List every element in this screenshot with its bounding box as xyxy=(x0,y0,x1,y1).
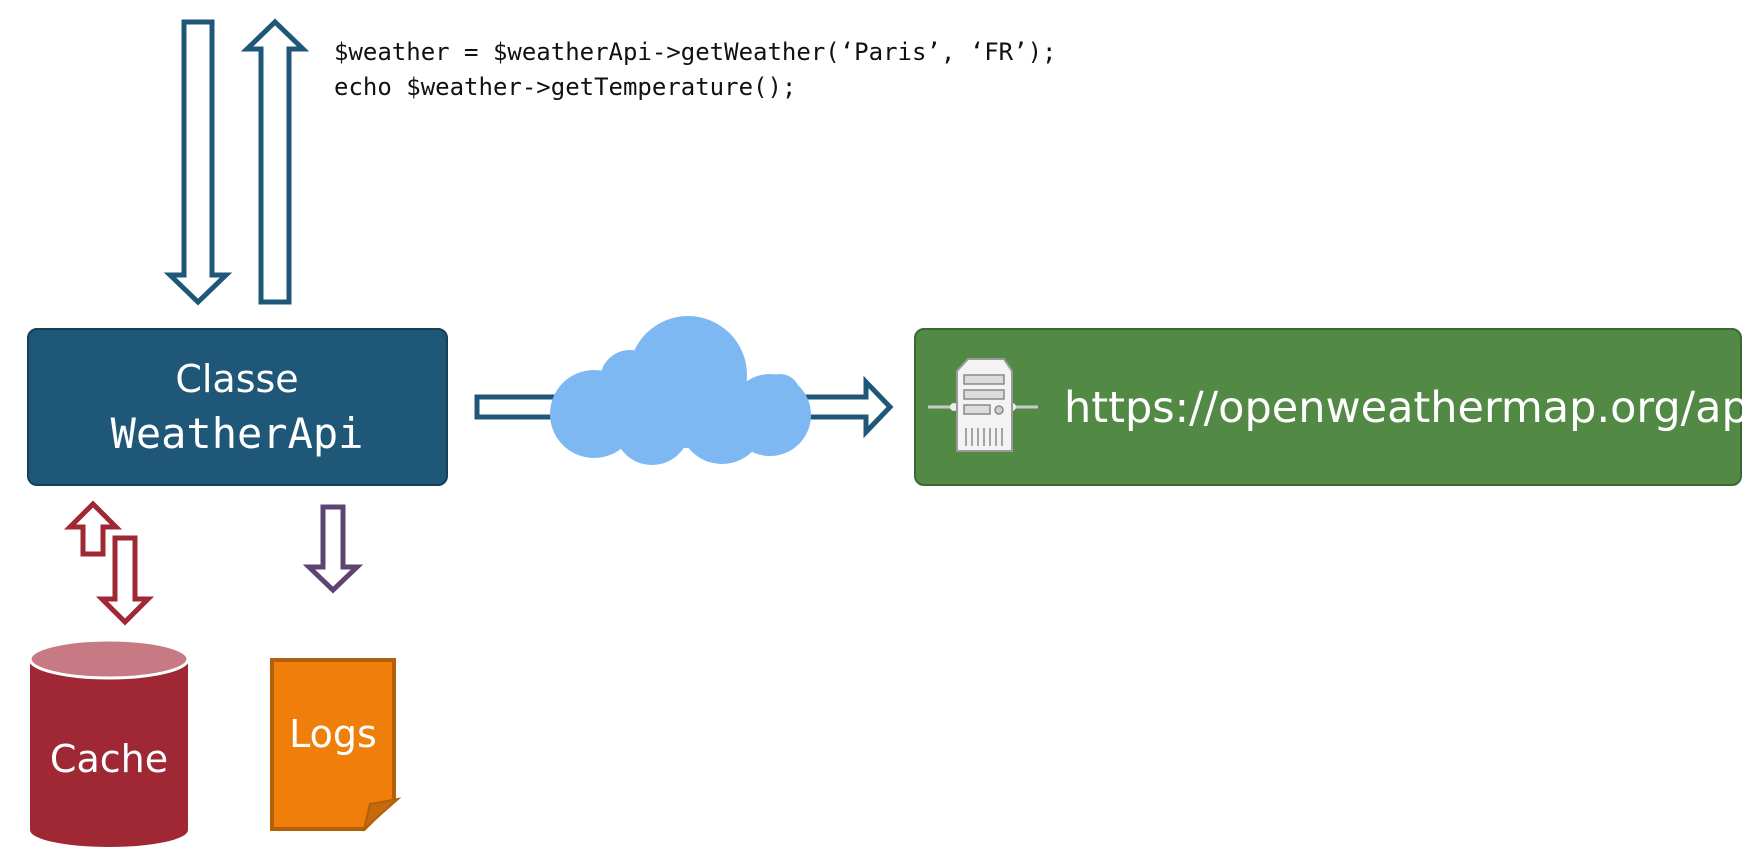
return-up-arrow xyxy=(240,18,310,305)
code-line-2: echo $weather->getTemperature(); xyxy=(334,73,796,101)
class-box-title: Classe xyxy=(175,357,298,401)
cloud-icon xyxy=(550,316,811,465)
logs-document-icon: Logs xyxy=(270,658,402,832)
cache-label: Cache xyxy=(50,737,168,781)
weather-api-class-box: Classe WeatherApi xyxy=(27,328,448,486)
code-line-1: $weather = $weatherApi->getWeather(‘Pari… xyxy=(334,38,1056,66)
code-snippet: $weather = $weatherApi->getWeather(‘Pari… xyxy=(334,38,1056,101)
server-icon xyxy=(928,358,1038,452)
api-url-label: https://openweathermap.org/api xyxy=(1064,383,1758,433)
cache-read-up-arrow xyxy=(63,500,123,557)
cache-database-icon: Cache xyxy=(28,638,190,847)
class-box-name: WeatherApi xyxy=(111,409,364,458)
call-down-arrow xyxy=(163,19,233,306)
logs-label: Logs xyxy=(289,712,377,756)
cache-write-down-arrow xyxy=(95,535,155,626)
logs-write-arrow xyxy=(302,504,364,594)
openweathermap-api-box: https://openweathermap.org/api xyxy=(914,328,1758,486)
